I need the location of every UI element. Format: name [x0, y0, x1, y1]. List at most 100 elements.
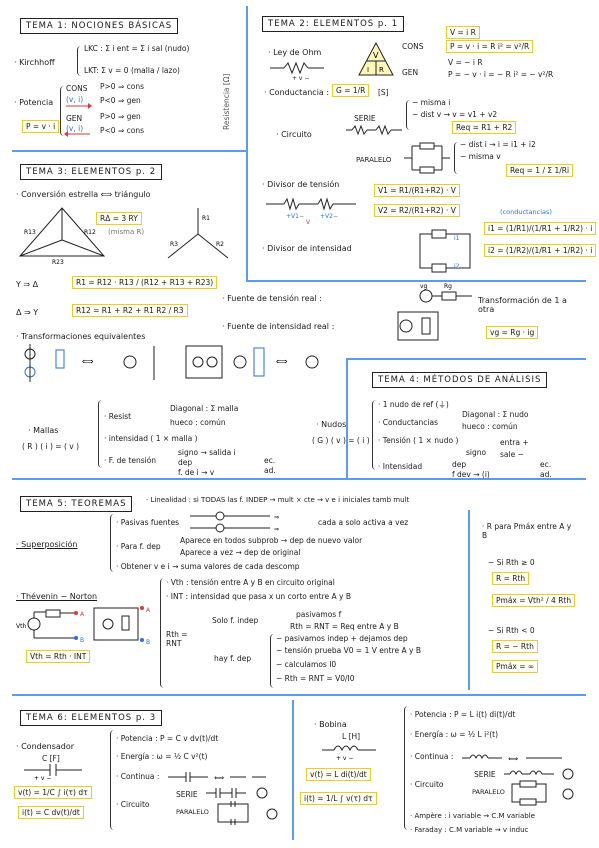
tema4-title: TEMA 4: MÉTODOS DE ANÁLISIS: [372, 372, 548, 388]
fuente-intensidad-label: · Fuente de intensidad real :: [222, 322, 335, 331]
condensador-label: · Condensador: [16, 742, 75, 751]
ftension-label: · F. de tensión: [104, 456, 157, 465]
gen-label: GEN: [66, 114, 83, 123]
rth-label: Rth = RNT: [166, 630, 188, 648]
divisor-i1-box: i1 = (1/R1)/(1/R1 + 1/R2) · i: [484, 222, 597, 235]
conductancias-label: · Conductancias: [378, 418, 438, 427]
si-rth-neg: − Si Rth < 0: [488, 626, 535, 635]
condensador-unit: C [F]: [42, 754, 60, 763]
dep-label: dep: [178, 458, 193, 467]
tension-nudo: · Tensión ( 1 × nudo ): [378, 436, 459, 445]
svg-text:B: B: [80, 637, 84, 644]
y-to-delta-label: Y ⇒ Δ: [16, 280, 39, 289]
tema3-title: TEMA 3: ELEMENTOS p. 2: [20, 164, 163, 180]
resist-label: · Resist: [104, 412, 132, 421]
svg-text:Rg: Rg: [444, 283, 452, 290]
delta-star-diagram: R13 R12 R23: [18, 207, 106, 266]
svg-text:vg: vg: [420, 283, 428, 290]
ec-label-2: ec.: [540, 460, 552, 469]
conversion-label: · Conversión estrella ⟺ triángulo: [16, 190, 151, 199]
divisor-intensidad-label: · Divisor de intensidad: [262, 244, 352, 253]
svg-text:R23: R23: [52, 259, 64, 266]
cons-label: CONS: [66, 84, 88, 93]
svg-text:I: I: [367, 66, 369, 74]
svg-text:B: B: [146, 639, 150, 646]
bobina-label: · Bobina: [314, 720, 347, 729]
svg-text:i2: i2: [454, 263, 460, 270]
p-rule-3: P>0 ⇒ gen: [100, 112, 141, 121]
ohm-pgen: P = − v · i = − R i² = − v²/R: [448, 70, 554, 79]
vth-definition: · Vth : tensión entre A y B en circuito …: [166, 578, 335, 587]
hueco-comun: hueco : común: [170, 418, 226, 427]
r12-formula-box: R12 = R1 + R2 + R1 R2 / R3: [72, 304, 188, 317]
conductancia-box: G = 1/R: [332, 84, 370, 97]
svg-text:Vth: Vth: [16, 623, 26, 630]
svg-text:⟺: ⟺: [508, 755, 518, 763]
sale-label: sale −: [500, 450, 524, 459]
tema2-title: TEMA 2: ELEMENTOS p. 1: [262, 16, 405, 32]
cond-energia: · Energía : ω = ½ C v²(t): [116, 752, 208, 761]
svg-text:R1: R1: [202, 215, 210, 222]
divisor-intensidad-circuit: i1 i2: [419, 229, 471, 273]
fdep-step-3: − calculamos I0: [276, 660, 337, 669]
svg-text:⇒: ⇒: [274, 526, 279, 533]
svg-text:V: V: [306, 219, 311, 226]
paralelo-brace: [454, 142, 459, 174]
resistencia-vertical: Resistencia [Ω]: [222, 73, 231, 130]
aparece-vez: Aparece a vez → dep de original: [180, 548, 301, 557]
divider-vertical-top: [246, 6, 248, 280]
superposicion-label: · Superposición: [16, 540, 78, 549]
svg-text:+V1−: +V1−: [286, 213, 304, 220]
condensador-it-box: i(t) = C dv(t)/dt: [18, 806, 84, 819]
conductancia-unit: [S]: [378, 88, 389, 97]
divider-h2: [246, 280, 586, 282]
mallas-label: · Mallas: [28, 426, 59, 435]
cada-solo-activa: cada a solo activa a vez: [318, 518, 409, 527]
svg-text:A: A: [146, 607, 151, 614]
obtener-v-i: · Obtener v e i ⇝ suma valores de cada d…: [116, 562, 300, 571]
hay-fdep-brace: [270, 634, 275, 688]
pmax-box: Pmáx = Vth² / 4 Rth: [492, 594, 576, 607]
svg-text:+ v −: + v −: [292, 75, 309, 82]
kirchhoff-label: · Kirchhoff: [14, 58, 55, 67]
entra-label: entra +: [500, 438, 529, 447]
star-diagram: R1 R3 R2: [167, 208, 229, 259]
rdelta-box: RΔ = 3 RY: [96, 212, 142, 225]
p-rule-1: P>0 ⇒ cons: [100, 82, 145, 91]
cond-potencia: · Potencia : P = C v dv(t)/dt: [116, 734, 219, 743]
intensidad-label: · Intensidad: [378, 462, 423, 471]
svg-text:V: V: [373, 51, 379, 60]
paralelo-resistors: [404, 142, 450, 174]
fuente-intensidad-circuit: [397, 311, 439, 341]
cond-continua: · Continua :: [116, 772, 160, 781]
bobina-vt-box: v(t) = L di(t)/dt: [306, 768, 371, 781]
paralelo-label: PARALELO: [356, 156, 392, 164]
cond-serie-symbol: [206, 787, 268, 799]
divider-vertical-t5: [468, 510, 470, 690]
thevenin-norton-circuit: Vth A B A B: [16, 606, 151, 646]
potencia-formula-box: P = v · i: [22, 120, 60, 133]
bob-paralelo: PARALELO: [472, 788, 505, 796]
pasivas-fuentes: · Pasivas fuentes: [116, 518, 180, 527]
circuito-label: · Circuito: [276, 130, 312, 139]
divider-vertical-mid: [346, 358, 348, 478]
fdep-step-2: − tensión prueba V0 = 1 V entre A y B: [276, 646, 421, 655]
mallas-equation: ( R ) ( i ) = ( v ): [22, 442, 80, 451]
superposicion-brace: [110, 514, 115, 572]
si-rth-pos: − Si Rth ≥ 0: [488, 558, 535, 567]
serie-1: − misma i: [412, 98, 451, 107]
nudos-brace: [372, 400, 377, 470]
transformacion-label: Transformación de 1 a otra: [478, 296, 567, 314]
svg-text:⟺: ⟺: [82, 357, 94, 366]
svg-text:R12: R12: [84, 229, 96, 236]
linealidad-text: · Linealidad : si TODAS las f. INDEP → m…: [146, 496, 410, 504]
fdev-label: f. de i → v: [178, 468, 215, 477]
para-fdep: · Para f. dep: [116, 542, 161, 551]
nudos-equation: ( G ) ( v ) = ( i ): [312, 436, 370, 445]
fuente-tension-label: · Fuente de tensión real :: [222, 294, 322, 303]
signo-label: signo: [466, 448, 487, 457]
svg-text:+ v −: + v −: [34, 775, 51, 782]
bob-circuito: · Circuito: [410, 780, 444, 789]
divisor-tension-label: · Divisor de tensión: [262, 180, 340, 189]
ad-label-2: ad.: [540, 470, 552, 479]
